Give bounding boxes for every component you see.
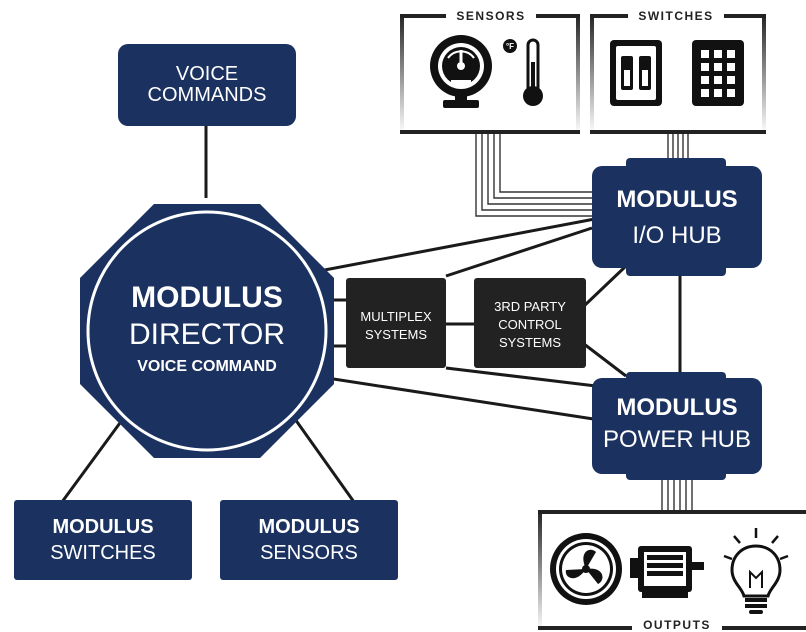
voice-commands-box [118, 44, 296, 126]
power-hub-line2: POWER HUB [602, 426, 751, 453]
modulus-switches-box [14, 500, 192, 580]
multiplex-line1: MULTIPLEX [360, 309, 432, 324]
io-hub-tab-top [626, 158, 726, 172]
connector-lines [60, 122, 682, 503]
wire-bundles [475, 134, 693, 512]
switches-box-line2: SWITCHES [50, 542, 156, 564]
sensors-frame-title: SENSORS [446, 8, 536, 24]
director-line3: VOICE COMMAND [137, 358, 277, 375]
keypad-icon [692, 40, 744, 106]
power-hub-tab-bottom [626, 466, 726, 480]
third-party-line3: SYSTEMS [498, 335, 562, 350]
outputs-frame-title: OUTPUTS [632, 619, 722, 632]
third-party-line2: CONTROL [498, 317, 562, 332]
io-hub-line1: MODULUS [616, 186, 738, 213]
modulus-sensors-box [220, 500, 398, 580]
voice-commands-line1: VOICE [175, 63, 239, 85]
multiplex-box [346, 278, 446, 368]
io-hub-box [592, 166, 762, 268]
third-party-box [474, 278, 586, 368]
director-circle [91, 215, 323, 447]
switches-box-line1: MODULUS [52, 516, 154, 538]
svg-text:°F: °F [506, 42, 514, 51]
power-hub-line1: MODULUS [616, 394, 738, 421]
rocker-switch-icon [610, 40, 662, 106]
multiplex-line2: SYSTEMS [364, 327, 428, 342]
director-ring [86, 210, 328, 452]
director-line2: DIRECTOR [128, 318, 286, 351]
fan-icon [550, 533, 622, 605]
switches-frame-title: SWITCHES [628, 8, 724, 24]
sensors-box-line2: SENSORS [260, 542, 358, 564]
third-party-line1: 3RD PARTY [494, 299, 566, 314]
sensors-box-line1: MODULUS [258, 516, 360, 538]
power-hub-tab-top [626, 372, 726, 386]
power-hub-box [592, 378, 762, 474]
motor-icon [630, 546, 704, 598]
io-hub-line2: I/O HUB [632, 222, 722, 249]
director-line1: MODULUS [131, 281, 283, 314]
thermometer-icon: °F [503, 38, 543, 106]
gauge-icon [430, 35, 492, 108]
lightbulb-icon [723, 528, 789, 614]
voice-commands-line2: COMMANDS [147, 84, 267, 106]
io-hub-tab-bottom [626, 262, 726, 276]
